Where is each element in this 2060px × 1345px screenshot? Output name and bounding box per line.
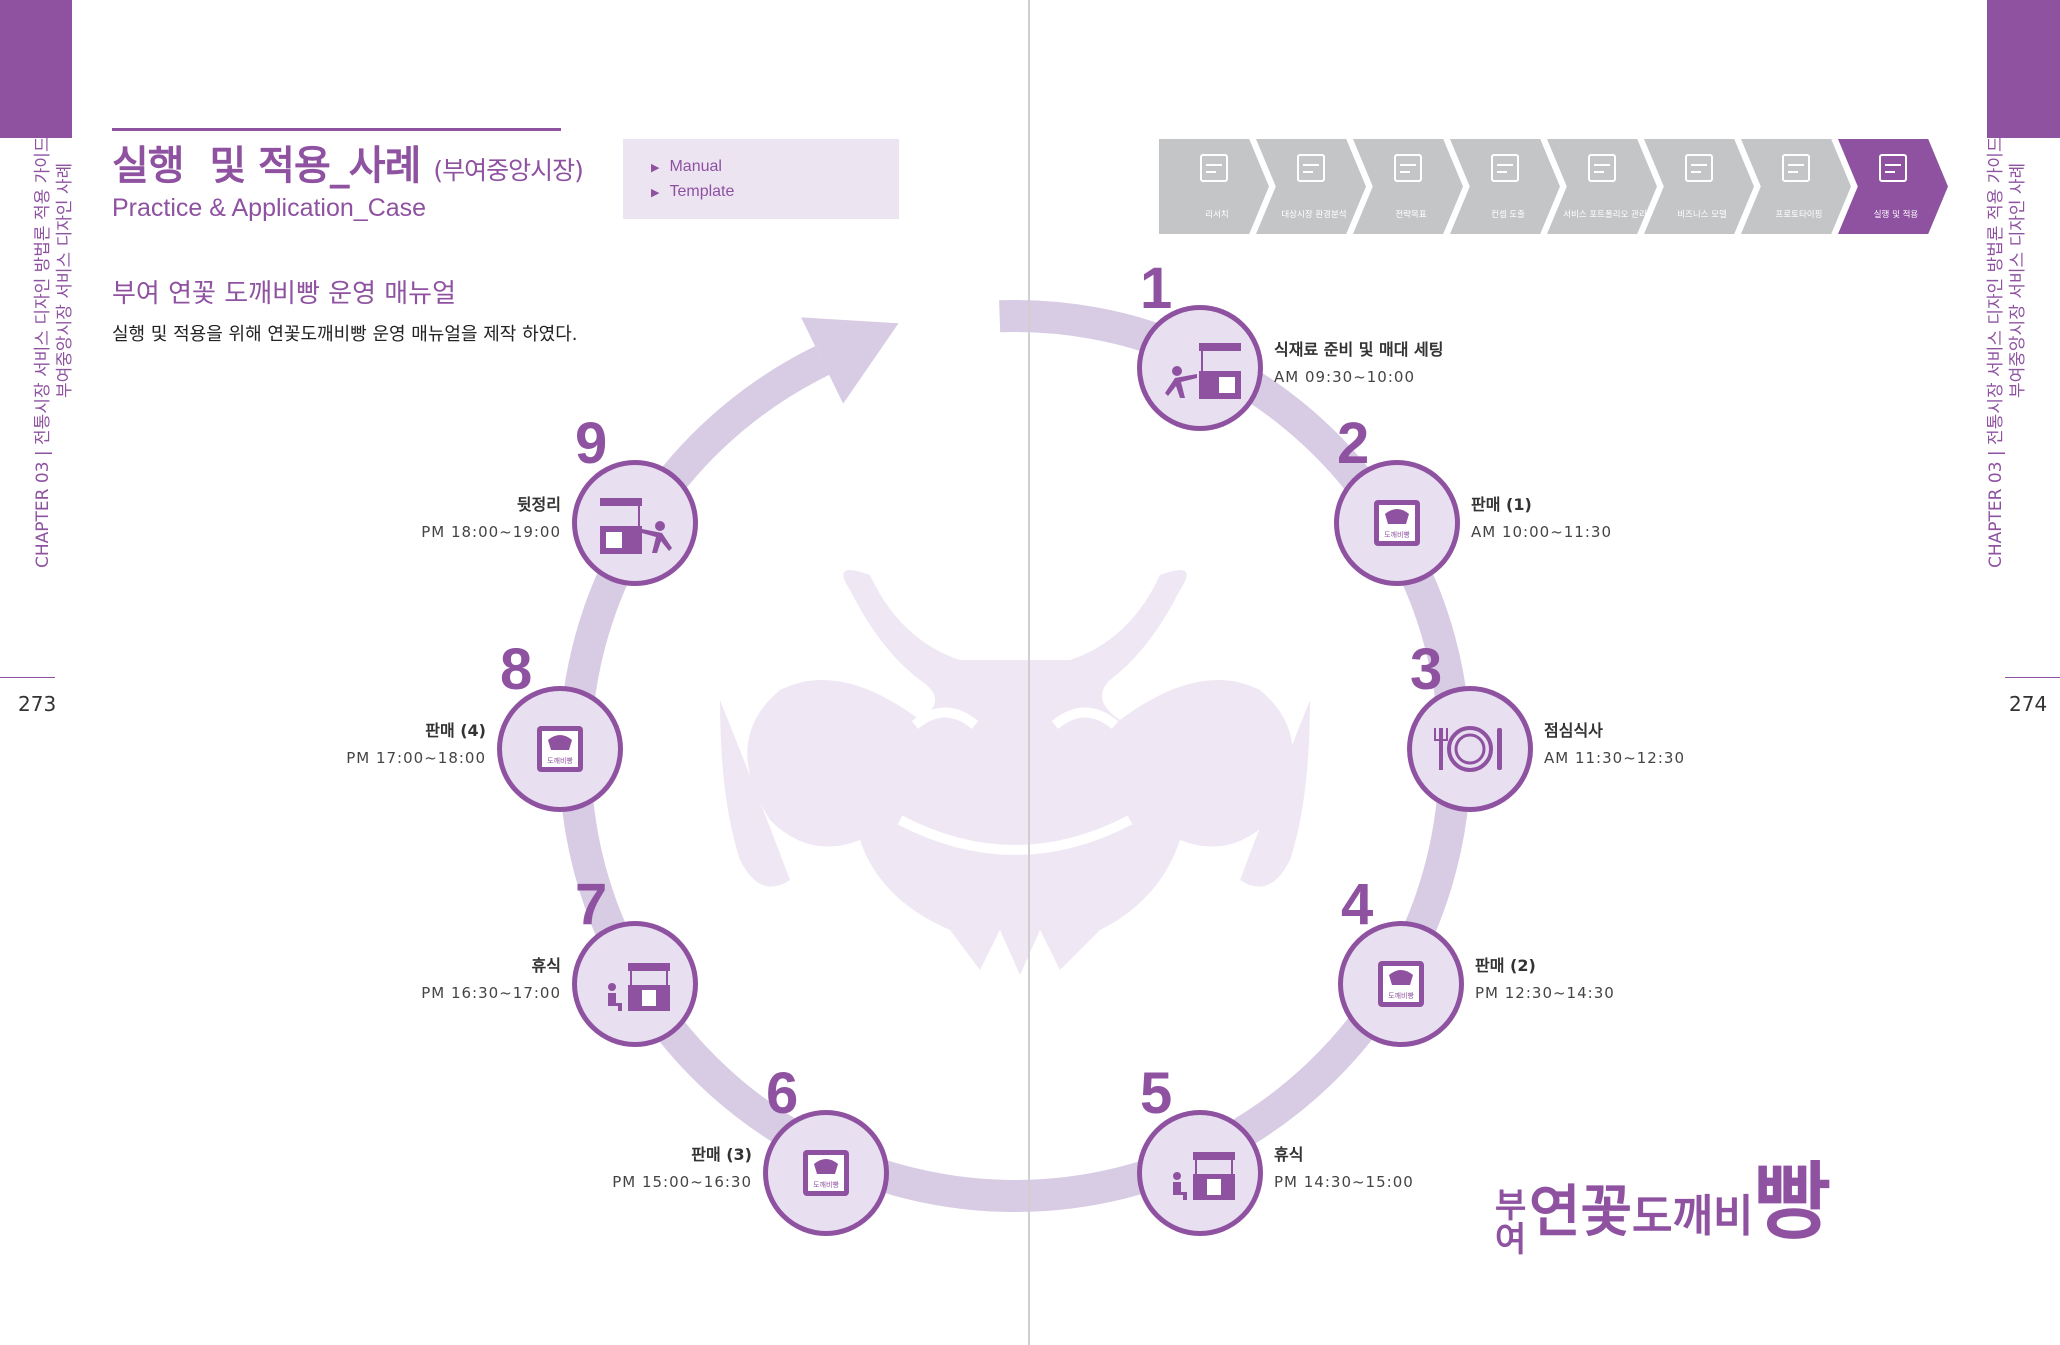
- step-number: 2: [1337, 411, 1370, 476]
- schedule-title: 뒷정리: [516, 495, 561, 514]
- section-heading: 부여 연꽃 도깨비빵 운영 매뉴얼: [112, 279, 457, 309]
- schedule-title: 판매 (2): [1475, 956, 1536, 975]
- manual-template-box: Manual Template: [623, 139, 899, 219]
- exchange-icon: [1879, 154, 1907, 182]
- schedule-node-7: [572, 921, 698, 1047]
- section-description: 실행 및 적용을 위해 연꽃도깨비빵 운영 매뉴얼을 제작 하였다.: [112, 324, 578, 345]
- schedule-title: 판매 (3): [691, 1145, 752, 1164]
- step-number: 5: [1140, 1061, 1173, 1126]
- schedule-label: 판매 (4) PM 17:00~18:00: [346, 717, 486, 767]
- schedule-node-2: 도깨비빵: [1334, 460, 1460, 586]
- schedule-title: 판매 (4): [425, 721, 486, 740]
- microscope-icon: [1200, 154, 1228, 182]
- process-step-label: 컨셉 도출: [1491, 210, 1525, 220]
- schedule-time: AM 11:30~12:30: [1544, 749, 1685, 767]
- process-step-1[interactable]: 리서치: [1159, 139, 1269, 234]
- page-divider-right: [2005, 677, 2060, 678]
- page-fold: [1028, 0, 1030, 1345]
- page-subtitle: Practice & Application_Case: [112, 194, 427, 222]
- title-rule: [112, 128, 561, 131]
- step-number: 9: [575, 411, 608, 476]
- dragon-watermark-details: [897, 707, 1133, 855]
- sign-icon: 도깨비빵: [1378, 961, 1424, 1007]
- schedule-time: AM 10:00~11:30: [1471, 523, 1612, 541]
- schedule-title: 휴식: [531, 956, 561, 975]
- step-number: 4: [1341, 872, 1374, 937]
- dragon-watermark: [720, 570, 1310, 975]
- svg-text:도깨비빵: 도깨비빵: [547, 756, 573, 765]
- strategy-map-icon: [1394, 154, 1422, 182]
- schedule-node-3: [1407, 686, 1533, 812]
- process-step-label: 프로토타이핑: [1775, 210, 1823, 220]
- schedule-label: 점심식사 AM 11:30~12:30: [1544, 717, 1685, 767]
- schedule-node-8: 도깨비빵: [497, 686, 623, 812]
- analysis-icon: [1297, 154, 1325, 182]
- step-number: 8: [500, 637, 533, 702]
- svg-text:도깨비빵: 도깨비빵: [813, 1180, 839, 1189]
- process-step-label: 대상시장 환경분석: [1281, 210, 1347, 220]
- cycle-arrowhead-icon: [801, 317, 899, 404]
- prototype-icon: [1782, 154, 1810, 182]
- schedule-label: 판매 (1) AM 10:00~11:30: [1471, 491, 1612, 541]
- step-number: 7: [575, 872, 608, 937]
- cart-push-icon: [1165, 343, 1241, 399]
- step-number: 1: [1140, 256, 1173, 321]
- schedule-node-9: [572, 460, 698, 586]
- schedule-label: 뒷정리 PM 18:00~19:00: [421, 491, 561, 541]
- page-title: 실행 및 적용_사례 (부여중앙시장): [112, 143, 584, 189]
- process-step-label: 서비스 포트폴리오 관리: [1563, 210, 1647, 220]
- schedule-label: 식재료 준비 및 매대 세팅 AM 09:30~10:00: [1274, 336, 1443, 386]
- schedule-time: AM 09:30~10:00: [1274, 368, 1415, 386]
- schedule-label: 휴식 PM 14:30~15:00: [1274, 1141, 1414, 1191]
- schedule-title: 식재료 준비 및 매대 세팅: [1274, 340, 1444, 359]
- rest-icon: [608, 963, 670, 1011]
- lightbulb-icon: [1491, 154, 1519, 182]
- plate-icon: [1434, 726, 1502, 772]
- schedule-time: PM 14:30~15:00: [1274, 1173, 1414, 1191]
- page-divider-left: [0, 677, 55, 678]
- rest-icon: [1173, 1152, 1235, 1200]
- schedule-node-6: 도깨비빵: [763, 1110, 889, 1236]
- svg-text:도깨비빵: 도깨비빵: [1388, 991, 1414, 1000]
- presentation-icon: [1685, 154, 1713, 182]
- schedule-title: 판매 (1): [1471, 495, 1532, 514]
- sign-icon: 도깨비빵: [1374, 500, 1420, 546]
- chapter-tab-left: [0, 0, 72, 138]
- manual-link[interactable]: Manual: [651, 155, 899, 180]
- chapter-tab-right: [1987, 0, 2060, 138]
- schedule-node-5: [1137, 1110, 1263, 1236]
- process-steps-bar: 리서치 대상시장 환경분석 전략목표 컨셉 도출 서비스 포트폴리오 관리 비즈니스 모델…: [1159, 139, 1949, 234]
- schedule-time: PM 17:00~18:00: [346, 749, 486, 767]
- portfolio-icon: [1588, 154, 1616, 182]
- step-number: 3: [1410, 637, 1443, 702]
- schedule-label: 판매 (2) PM 12:30~14:30: [1475, 952, 1615, 1002]
- schedule-label: 판매 (3) PM 15:00~16:30: [612, 1141, 752, 1191]
- cart-pull-icon: [600, 498, 672, 554]
- schedule-node-1: [1137, 305, 1263, 431]
- svg-text:도깨비빵: 도깨비빵: [1384, 530, 1410, 539]
- page-number-left: 273: [18, 692, 57, 716]
- template-link[interactable]: Template: [651, 180, 899, 205]
- sign-icon: 도깨비빵: [803, 1150, 849, 1196]
- schedule-time: PM 15:00~16:30: [612, 1173, 752, 1191]
- schedule-node-4: 도깨비빵: [1338, 921, 1464, 1047]
- schedule-time: PM 16:30~17:00: [421, 984, 561, 1002]
- step-number: 6: [766, 1061, 799, 1126]
- schedule-label: 휴식 PM 16:30~17:00: [421, 952, 561, 1002]
- schedule-time: PM 12:30~14:30: [1475, 984, 1615, 1002]
- schedule-time: PM 18:00~19:00: [421, 523, 561, 541]
- schedule-title: 휴식: [1274, 1145, 1304, 1164]
- process-step-label: 전략목표: [1395, 210, 1427, 220]
- sign-icon: 도깨비빵: [537, 726, 583, 772]
- process-step-label: 리서치: [1205, 210, 1229, 220]
- process-step-label: 실행 및 적용: [1873, 210, 1919, 220]
- process-step-label: 비즈니스 모델: [1677, 210, 1727, 220]
- page-number-right: 274: [2009, 692, 2048, 716]
- schedule-title: 점심식사: [1544, 721, 1603, 740]
